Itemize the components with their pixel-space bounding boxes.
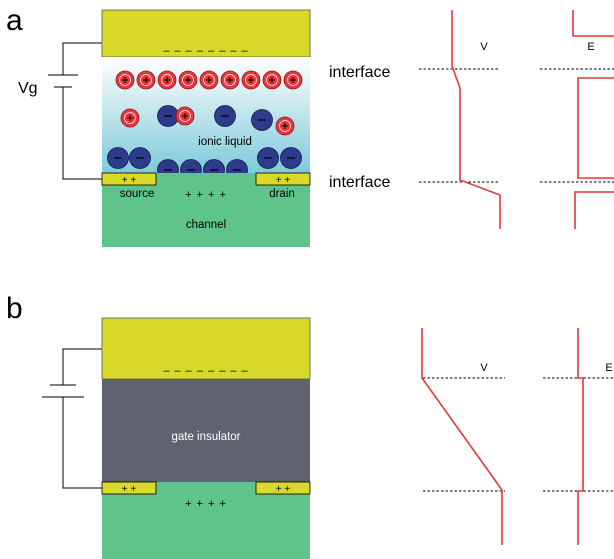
cation-ion [220,70,240,90]
cation-ion [262,70,282,90]
interface-dashed-lines-a [419,68,614,183]
anion-ion [279,146,303,170]
source-electrode-b [101,481,157,495]
field-curve-a-top [572,10,614,37]
cation-ion [175,106,195,126]
interface-dashed-lines-b [423,377,614,492]
interface-label-bottom: interface [329,174,390,191]
cation-ion [157,70,177,90]
gate-insulator-label: gate insulator [171,431,240,443]
panel-b-label: b [6,292,23,325]
channel-positive-charges-b: + + + + [185,498,227,510]
field-curve-a-middle [577,77,614,179]
gate-voltage-label: Vg [18,80,38,97]
source-electrode-a [101,172,157,186]
anion-ion [128,146,152,170]
cation-ion [136,70,156,90]
potential-curve-b [421,328,503,545]
drain-electrode-b [255,481,311,495]
panel-b: b – – – – – – – – gate insulator + + + +… [6,292,614,559]
anion-ion [256,146,280,170]
gate-negative-charges-b: – – – – – – – – [163,365,248,377]
cation-ion [241,70,261,90]
v-plot-label-a: V [480,41,488,53]
e-plot-label-a: E [587,41,594,53]
interface-label-top: interface [329,64,390,81]
gate-negative-charges-a: – – – – – – – – [163,45,248,57]
gate-electrode-a [101,9,311,58]
anion-ion [213,104,237,128]
channel-b [102,482,310,559]
v-plot-label-b: V [480,362,488,374]
e-plot-label-b: E [605,362,612,374]
anion-ion [250,108,274,132]
cation-ion [120,108,140,128]
cation-ion [275,116,295,136]
ionic-liquid-label: ionic liquid [198,136,252,148]
panel-a: a Vg – – – – – – – – [6,4,614,247]
gate-insulator [102,379,310,482]
channel-positive-charges-a: + + + + [185,189,227,201]
gate-circuit-b [42,348,102,489]
anion-ion [156,104,180,128]
drain-label: drain [269,188,295,200]
gate-electrode-b [101,317,311,380]
anion-ion [106,146,130,170]
cation-ion [115,70,135,90]
source-charges-a: + + [122,175,137,186]
drain-electrode-a [255,172,311,186]
channel-label: channel [186,219,226,231]
drain-charges-b: + + [276,484,291,495]
cation-layer [115,70,303,90]
field-curve-b [577,328,584,545]
field-curve-a-bottom [574,191,614,229]
drain-charges-a: + + [276,175,291,186]
potential-curve-a [451,10,501,229]
cation-ion [199,70,219,90]
source-label: source [120,188,155,200]
panel-a-label: a [6,4,23,37]
gate-circuit-a [48,42,102,180]
cation-ion [178,70,198,90]
cation-ion [283,70,303,90]
source-charges-b: + + [122,484,137,495]
